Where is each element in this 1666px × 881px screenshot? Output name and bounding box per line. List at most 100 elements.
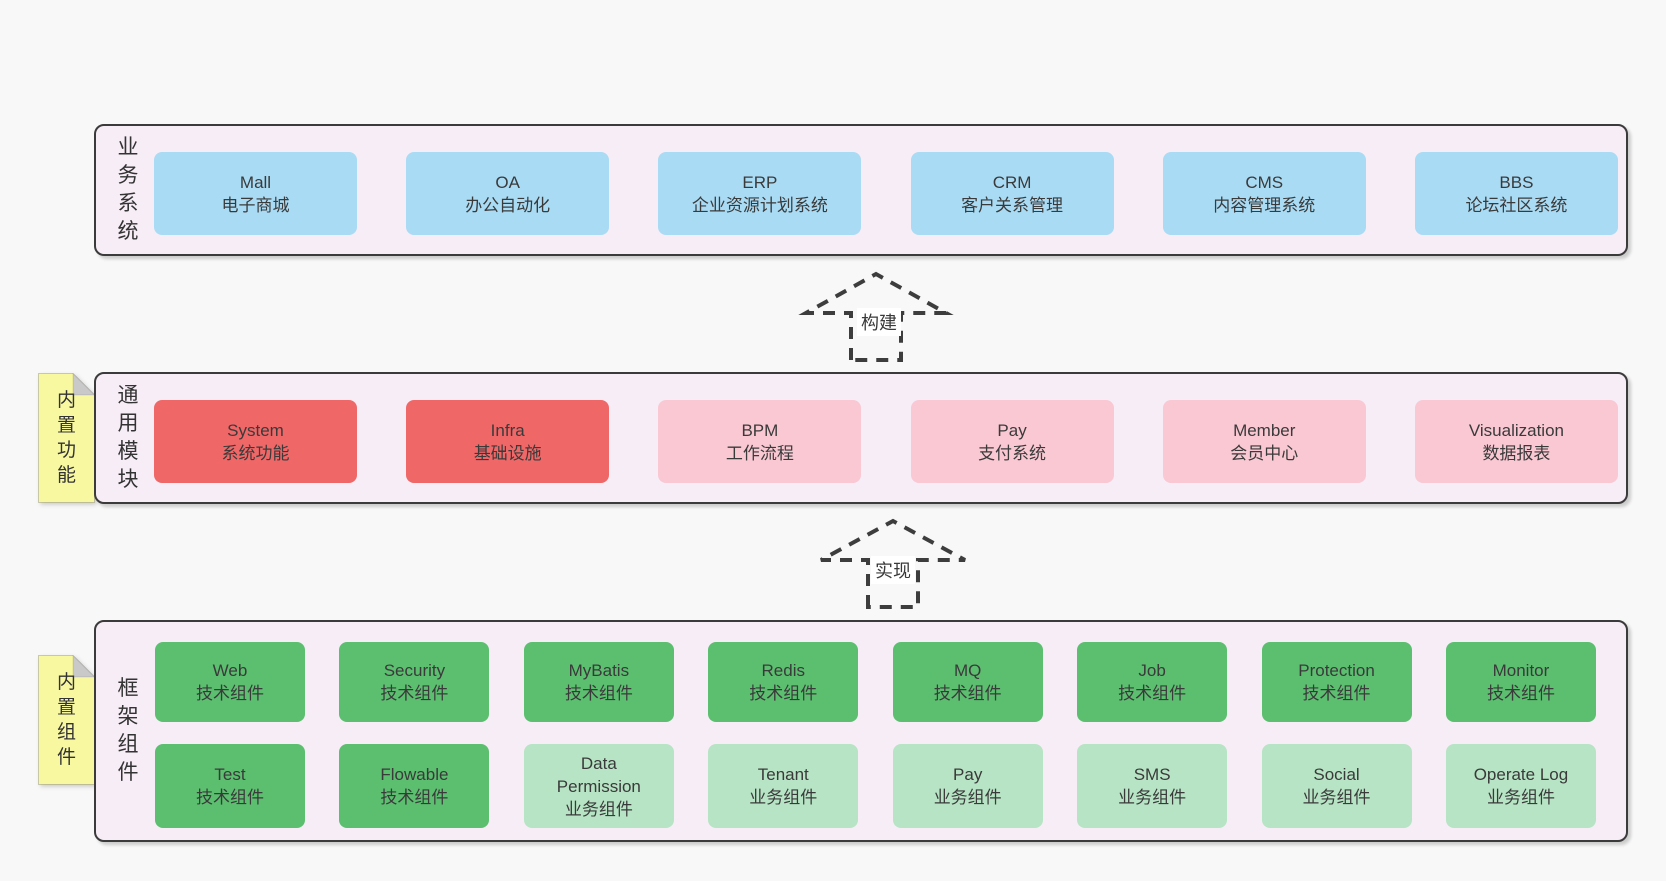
- node-line: 基础设施: [473, 443, 542, 463]
- node-line: 客户关系管理: [961, 195, 1064, 215]
- node-framework-components-redis: Redis 技术组件: [708, 642, 859, 722]
- node-framework-components-web: Web 技术组件: [155, 642, 305, 722]
- node-framework-components-mq: MQ 技术组件: [892, 642, 1043, 722]
- node-common-modules-system: System 系统功能: [154, 400, 357, 483]
- arrow-up-dashed-icon: [820, 518, 966, 609]
- node-line: CMS: [1245, 172, 1284, 192]
- sticky-note-framework-components: 内置组件: [38, 655, 95, 785]
- node-line: Job: [1138, 661, 1166, 680]
- node-line: 业务组件: [933, 788, 1002, 807]
- node-framework-components-tenant: Tenant 业务组件: [708, 744, 859, 828]
- node-line: 业务组件: [749, 788, 818, 807]
- node-common-modules-infra: Infra 基础设施: [406, 400, 610, 483]
- node-line: 电子商城: [221, 195, 290, 215]
- arrow-up-outline: [820, 518, 966, 609]
- node-line: 办公自动化: [465, 195, 551, 215]
- node-line: Tenant: [757, 765, 809, 784]
- node-line: 业务组件: [1118, 788, 1187, 807]
- node-line: 技术组件: [1486, 684, 1555, 703]
- node-line: Pay: [997, 420, 1027, 440]
- node-business-systems-bbs: BBS 论坛社区系统: [1414, 152, 1618, 235]
- node-framework-components-job: Job 技术组件: [1077, 642, 1228, 722]
- node-line: 会员中心: [1230, 443, 1299, 463]
- node-framework-components-pay: Pay 业务组件: [892, 744, 1043, 828]
- node-line: 技术组件: [380, 684, 449, 703]
- node-line: 技术组件: [564, 684, 633, 703]
- sticky-note-label: 内置功能: [56, 390, 76, 486]
- node-line: OA: [495, 172, 520, 192]
- node-line: Operate Log: [1473, 765, 1569, 784]
- node-line: 技术组件: [196, 684, 264, 703]
- sticky-note-shape: [38, 373, 95, 503]
- arrow-up-dashed-icon: [798, 271, 954, 362]
- node-line: BBS: [1499, 172, 1534, 192]
- node-business-systems-crm: CRM 客户关系管理: [910, 152, 1114, 235]
- arrow-implement: 实现: [813, 515, 973, 611]
- node-framework-components-test: Test 技术组件: [155, 744, 305, 828]
- node-line: Mall: [239, 172, 272, 192]
- node-line: Test: [214, 765, 246, 784]
- arrow-build: 构建: [796, 268, 956, 364]
- node-framework-components-monitor: Monitor 技术组件: [1445, 642, 1596, 722]
- sticky-note-common-modules: 内置功能: [38, 373, 95, 503]
- node-line: 工作流程: [725, 443, 794, 463]
- node-common-modules-member: Member 会员中心: [1162, 400, 1366, 483]
- node-business-systems-oa: OA 办公自动化: [406, 152, 610, 235]
- node-line: Protection: [1298, 661, 1375, 680]
- node-line: MQ: [953, 661, 982, 680]
- node-line: Web: [212, 661, 248, 680]
- node-line: Member: [1233, 420, 1296, 440]
- node-line: Permission: [556, 776, 641, 796]
- node-business-systems-mall: Mall 电子商城: [154, 152, 357, 235]
- node-line: Flowable: [380, 765, 449, 784]
- node-line: ERP: [742, 172, 778, 192]
- node-common-modules-pay: Pay 支付系统: [910, 400, 1114, 483]
- node-line: 数据报表: [1482, 443, 1551, 463]
- node-line: 业务组件: [564, 799, 633, 819]
- node-line: 技术组件: [749, 684, 818, 703]
- folded-corner-icon: [72, 373, 95, 396]
- node-line: 技术组件: [380, 788, 449, 807]
- node-line: 技术组件: [196, 788, 264, 807]
- node-line: 业务组件: [1302, 788, 1371, 807]
- arrow-implement-label: 实现: [871, 556, 915, 584]
- node-line: Security: [383, 661, 446, 680]
- node-line: 论坛社区系统: [1465, 195, 1568, 215]
- node-row: System 系统功能 Infra 基础设施 BPM 工作流程 Pay 支付系统 Member 会…: [154, 400, 1618, 483]
- arrow-up-outline: [798, 271, 954, 362]
- node-common-modules-bpm: BPM 工作流程: [658, 400, 862, 483]
- layer-title-framework-components: 框架组件: [117, 677, 139, 784]
- sticky-note-label: 内置组件: [56, 672, 76, 768]
- node-line: CRM: [992, 172, 1032, 192]
- node-line: Infra: [490, 420, 525, 440]
- node-line: Data: [580, 753, 617, 773]
- node-line: System: [227, 420, 284, 440]
- node-line: 系统功能: [221, 443, 290, 463]
- node-framework-components-security: Security 技术组件: [339, 642, 490, 722]
- node-line: 支付系统: [978, 443, 1047, 463]
- arrow-build-label: 构建: [857, 308, 901, 336]
- node-line: Monitor: [1492, 661, 1550, 680]
- node-line: 技术组件: [933, 684, 1002, 703]
- node-line: Pay: [953, 765, 983, 784]
- node-line: BPM: [741, 420, 779, 440]
- node-line: Redis: [761, 661, 805, 680]
- node-framework-components-protection: Protection 技术组件: [1261, 642, 1412, 722]
- node-line: 技术组件: [1302, 684, 1371, 703]
- node-line: 技术组件: [1118, 684, 1187, 703]
